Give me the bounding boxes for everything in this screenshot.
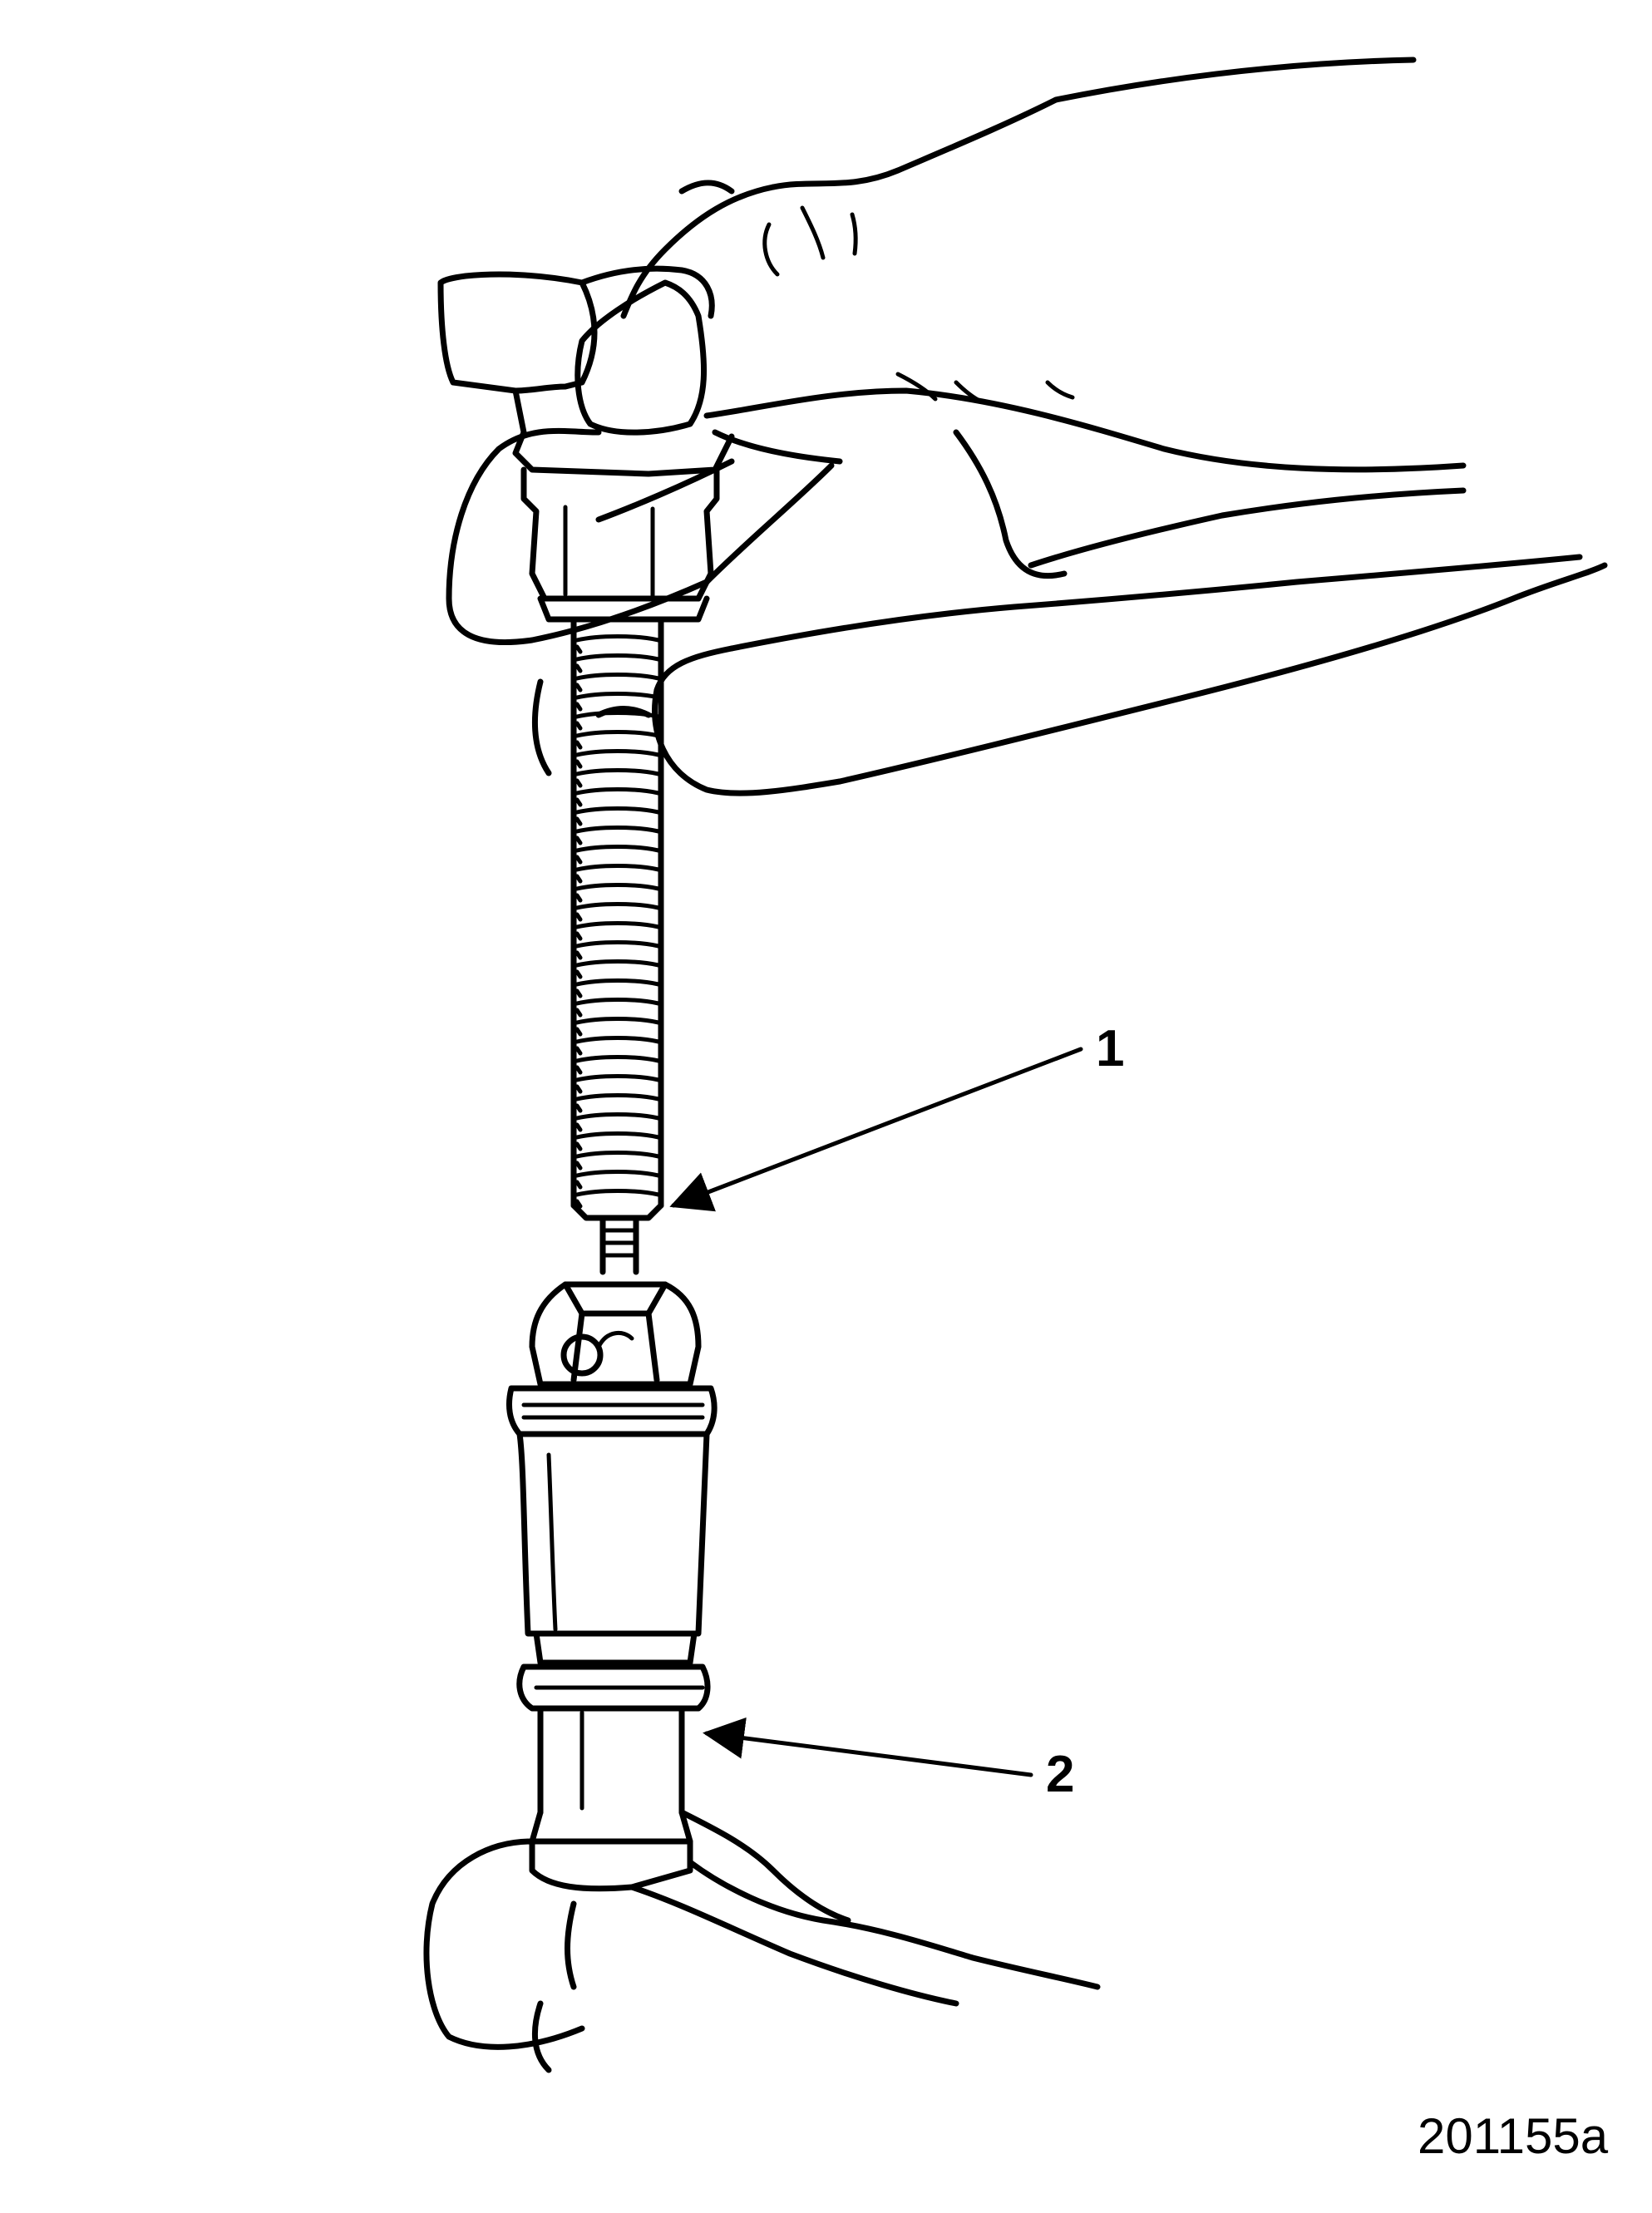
rod-thread-edge xyxy=(575,1065,583,1075)
rod-thread-edge xyxy=(575,969,583,979)
rod-threads xyxy=(575,634,661,1209)
rod-thread-edge xyxy=(575,1046,583,1056)
rod-thread xyxy=(575,1074,661,1082)
rod-thread xyxy=(575,845,661,853)
rod-thread-edge xyxy=(575,1141,583,1151)
rod-thread-edge xyxy=(575,1199,583,1209)
rod-thread-edge xyxy=(575,644,583,654)
rod-thread-edge xyxy=(575,874,583,884)
rod-thread xyxy=(575,787,661,796)
rod-thread xyxy=(575,1151,661,1159)
rod-thread xyxy=(575,902,661,910)
rod-thread xyxy=(575,634,661,643)
rod-thread xyxy=(575,711,661,719)
rod-thread xyxy=(575,959,661,968)
rod-thread xyxy=(575,1093,661,1102)
leader-line-1 xyxy=(669,1047,1083,1212)
rod-thread xyxy=(575,1189,661,1197)
rod-thread-edge xyxy=(575,1180,583,1190)
rod-thread-edge xyxy=(575,778,583,788)
rod-thread xyxy=(575,730,661,738)
rod-thread xyxy=(575,1131,661,1140)
rod-thread xyxy=(575,864,661,872)
rod-thread-edge xyxy=(575,663,583,673)
rod-thread xyxy=(575,1017,661,1025)
rod-thread-edge xyxy=(575,855,583,865)
rod-thread xyxy=(575,806,661,815)
rod-thread-edge xyxy=(575,931,583,941)
rod-thread-edge xyxy=(575,721,583,731)
callout-leaders xyxy=(669,1047,1083,1777)
rod-thread xyxy=(575,978,661,987)
rod-thread xyxy=(575,768,661,776)
figure-id: 201155a xyxy=(1418,2108,1609,2164)
rod-thread xyxy=(575,921,661,929)
rod-thread-edge xyxy=(575,683,583,692)
rod-thread-edge xyxy=(575,797,583,807)
rod-thread-edge xyxy=(575,816,583,826)
leader-line-2 xyxy=(703,1717,1033,1777)
lower-hand xyxy=(423,1809,1101,2073)
rod-thread-edge xyxy=(575,893,583,903)
fitting xyxy=(506,1215,718,1845)
rod-thread xyxy=(575,998,661,1006)
rod-thread xyxy=(575,1036,661,1044)
callout-label-2: 2 xyxy=(1046,1746,1074,1803)
rod-thread-edge xyxy=(575,740,583,750)
rod-thread-edge xyxy=(575,988,583,998)
rod-thread xyxy=(575,749,661,757)
rod-thread xyxy=(575,1112,661,1121)
rod-thread xyxy=(575,1055,661,1063)
rod-thread xyxy=(575,883,661,891)
rod-thread-edge xyxy=(575,950,583,960)
rod-thread-edge xyxy=(575,1161,583,1171)
rod-thread-edge xyxy=(575,1103,583,1113)
rod-thread xyxy=(575,692,661,700)
rod-thread-edge xyxy=(575,702,583,712)
rod-thread xyxy=(575,940,661,949)
rod-thread-edge xyxy=(575,1008,583,1018)
rod-thread-edge xyxy=(575,835,583,845)
rod-thread-edge xyxy=(575,912,583,922)
threaded-rod xyxy=(570,616,664,1221)
rod-thread-edge xyxy=(575,1027,583,1037)
rod-thread xyxy=(575,1170,661,1178)
upper-hand xyxy=(446,57,1608,796)
rod-thread xyxy=(575,673,661,681)
rod-thread xyxy=(575,826,661,834)
rod-thread-edge xyxy=(575,759,583,769)
callout-label-1: 1 xyxy=(1096,1020,1124,1077)
rod-thread xyxy=(575,653,661,662)
rod-thread-edge xyxy=(575,1122,583,1132)
rod-thread-edge xyxy=(575,1084,583,1094)
tool-handle xyxy=(437,265,735,623)
